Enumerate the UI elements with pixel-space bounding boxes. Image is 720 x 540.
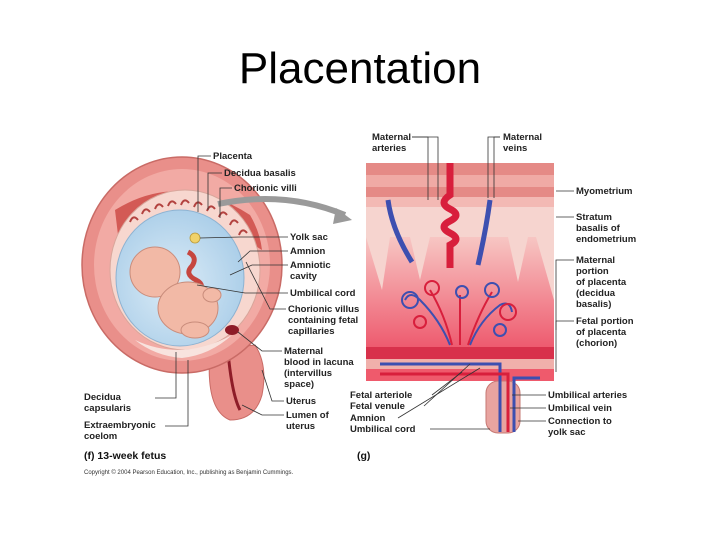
label-chorionic-villus-3: capillaries [288,326,334,337]
label-stratum-basalis-1: Stratum [576,212,612,223]
label-extraembryonic-coelom-1: Extraembryonic [84,420,156,431]
label-chorionic-villi: Chorionic villi [234,183,297,194]
caption-right: (g) [357,450,370,462]
slide-title: Placentation [238,44,482,93]
label-maternal-blood-2: blood in lacuna [284,357,354,368]
decidual-septa [366,237,554,300]
placenta-cross-section [366,163,554,434]
myometrium-band-1 [366,163,554,175]
umbilical-vessel [512,376,540,432]
label-maternal-blood-4: space) [284,379,314,390]
label-fetal-portion-2: of placenta [576,327,627,338]
right-labels: Maternal arteries Maternal veins Myometr… [350,132,636,438]
fetal-arteriole [380,372,510,432]
myometrium-band-4 [366,197,554,207]
chorionic-villi [129,199,248,236]
label-lumen-of-uterus-1: Lumen of [286,410,330,421]
label-maternal-blood-3: (intervillus [284,368,332,379]
villous-tree [401,280,517,346]
label-maternal-portion-1: Maternal [576,255,615,266]
label-umbilical-cord-right: Umbilical cord [350,424,416,435]
label-amnion-right: Amnion [350,413,386,424]
label-maternal-portion-5: basalis) [576,299,611,310]
label-umbilical-cord: Umbilical cord [290,288,356,299]
label-maternal-portion-3: of placenta [576,277,627,288]
myometrium-band-3 [366,187,554,197]
label-extraembryonic-coelom-2: coelom [84,431,117,442]
label-amnion: Amnion [290,246,326,257]
label-placenta: Placenta [213,151,253,162]
label-decidua-basalis: Decidua basalis [224,168,296,179]
label-uterus: Uterus [286,396,316,407]
label-fetal-portion-1: Fetal portion [576,316,634,327]
label-fetal-portion-3: (chorion) [576,338,617,349]
left-leader-lines [155,155,288,427]
label-yolk-sac: Yolk sac [290,232,328,243]
right-leader-lines [397,136,574,430]
label-chorionic-villus-1: Chorionic villus [288,304,359,315]
label-decidua-capsularis-2: capsularis [84,403,131,414]
label-lumen-of-uterus-2: uterus [286,421,315,432]
label-stratum-basalis-2: basalis of [576,223,621,234]
label-maternal-portion-4: (decidua [576,288,616,299]
label-amniotic-cavity-2: cavity [290,271,318,282]
yolk-sac [189,232,201,244]
label-chorionic-villus-2: containing fetal [288,315,358,326]
copyright-notice: Copyright © 2004 Pearson Education, Inc.… [84,469,294,476]
maternal-vein-2 [475,199,493,266]
pointer-arrow [217,196,347,218]
label-maternal-portion-2: portion [576,266,609,277]
caption-left: (f) 13-week fetus [84,450,166,462]
label-umbilical-arteries: Umbilical arteries [548,390,627,401]
uterus-illustration [81,156,283,421]
label-myometrium: Myometrium [576,186,632,197]
label-fetal-arteriole: Fetal arteriole [350,390,412,401]
label-stratum-basalis-3: endometrium [576,234,636,245]
label-umbilical-vein: Umbilical vein [548,403,612,414]
left-labels: Placenta Decidua basalis Chorionic villi… [84,151,359,442]
maternal-vein-1 [385,199,415,264]
label-amniotic-cavity-1: Amniotic [290,260,331,271]
label-connection-yolk-sac-1: Connection to [548,416,612,427]
label-decidua-capsularis-1: Decidua [84,392,122,403]
label-maternal-arteries-1: Maternal [372,132,411,143]
maternal-blood-lacuna [225,325,239,335]
label-fetal-venule: Fetal venule [350,401,405,412]
maternal-artery [440,163,460,268]
label-maternal-veins-2: veins [503,143,527,154]
fetal-venule [380,362,502,432]
label-maternal-blood-1: Maternal [284,346,323,357]
myometrium-band-2 [366,175,554,187]
label-connection-yolk-sac-2: yolk sac [548,427,586,438]
label-maternal-arteries-2: arteries [372,143,406,154]
pointer-arrowhead [333,208,352,224]
label-maternal-veins-1: Maternal [503,132,542,143]
umbilical-cord-stem [485,380,521,434]
extraembryonic-coelom [135,335,232,358]
fetus [129,246,222,339]
chorionic-plate [366,347,554,359]
